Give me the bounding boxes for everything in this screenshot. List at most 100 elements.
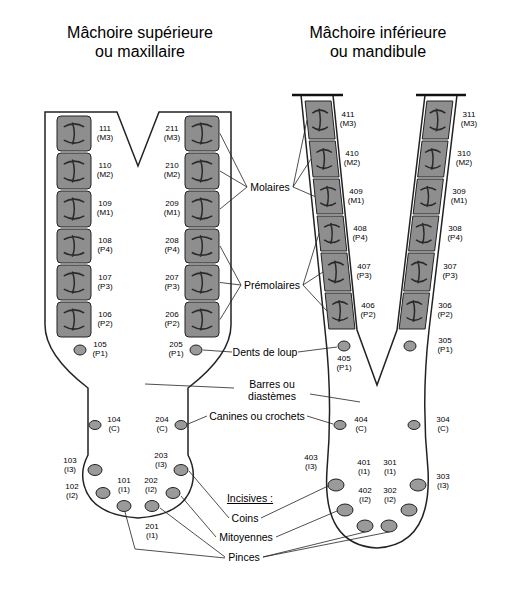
cheek-tooth: [309, 141, 339, 177]
category-label: Prémolaires: [239, 279, 305, 291]
tooth-number: 407 (P3): [352, 263, 376, 280]
cheek-tooth: [313, 179, 343, 214]
tooth-number: 409 (M1): [344, 188, 368, 205]
category-heading: Incisives :: [220, 492, 280, 504]
tooth-number: 109 (M1): [93, 200, 117, 217]
small-tooth: [175, 421, 187, 430]
small-tooth: [190, 345, 202, 355]
small-tooth: [334, 421, 346, 430]
tooth-number: 403 (I3): [299, 454, 323, 471]
jaw-title: Mâchoire inférieure ou mandibule: [302, 23, 454, 61]
small-tooth: [74, 345, 86, 355]
category-label: Molaires: [240, 181, 300, 193]
enamel-fold: [425, 148, 441, 170]
enamel-fold: [64, 308, 84, 330]
tooth-number: 304 (C): [431, 416, 455, 433]
leader-line: [293, 120, 315, 197]
enamel-fold: [316, 148, 332, 170]
small-tooth: [381, 520, 397, 532]
upper-jaw-outline: [45, 112, 231, 518]
small-tooth: [328, 479, 344, 491]
enamel-fold: [192, 235, 212, 257]
tooth-number: 302 (I2): [378, 487, 402, 504]
cut-line: [292, 94, 343, 97]
cheek-tooth: [305, 101, 335, 139]
small-tooth: [88, 465, 102, 476]
tooth-number: 111 (M3): [93, 125, 117, 142]
tooth-number: 301 (I1): [378, 459, 402, 476]
tooth-number: 406 (P2): [356, 302, 380, 319]
cheek-tooth: [185, 265, 219, 300]
cheek-tooth: [422, 101, 453, 139]
tooth-number: 101 (I1): [112, 477, 136, 494]
enamel-fold: [324, 223, 340, 244]
enamel-fold: [64, 122, 84, 144]
enamel-fold: [192, 122, 212, 144]
tooth-number: 401 (I1): [352, 459, 376, 476]
category-label: Pinces: [222, 551, 266, 563]
category-label: Canines ou crochets: [202, 410, 312, 422]
cheek-tooth: [57, 116, 91, 151]
tooth-number: 208 (P4): [160, 237, 184, 254]
enamel-fold: [192, 308, 212, 330]
tooth-number: 102 (I2): [60, 483, 84, 500]
tooth-number: 201 (I1): [140, 523, 164, 540]
enamel-fold: [332, 300, 348, 322]
tooth-number: 204 (C): [150, 416, 174, 433]
enamel-fold: [320, 186, 336, 207]
cheek-tooth: [57, 153, 91, 189]
tooth-number: 308 (P4): [443, 225, 467, 242]
leader-lines: [125, 120, 389, 558]
small-tooth: [408, 421, 420, 430]
tooth-number: 205 (P1): [164, 341, 188, 358]
enamel-fold: [416, 223, 432, 244]
enamel-fold: [420, 186, 436, 207]
tooth-number: 305 (P1): [433, 337, 457, 354]
small-tooth: [337, 504, 353, 516]
category-label: Barres ou diastèmes: [237, 378, 307, 402]
lower-jaw-outline: [301, 95, 457, 548]
tooth-number: 108 (P4): [93, 237, 117, 254]
cheek-tooth: [185, 302, 219, 337]
tooth-number: 203 (I3): [149, 452, 173, 469]
enamel-fold: [192, 198, 212, 221]
enamel-fold: [411, 261, 427, 284]
tooth-number: 105 (P1): [88, 341, 112, 358]
tooth-number: 209 (M1): [160, 200, 184, 217]
enamel-fold: [312, 109, 328, 132]
enamel-fold: [64, 160, 84, 183]
tooth-number: 306 (P2): [433, 302, 457, 319]
cheek-tooth: [317, 216, 347, 251]
cheek-tooth: [57, 302, 91, 337]
leader-line: [189, 471, 328, 518]
cheek-tooth: [399, 293, 429, 329]
tooth-number: 311 (M3): [457, 111, 481, 128]
small-tooth: [174, 465, 188, 476]
small-tooth: [401, 504, 417, 516]
small-tooth: [96, 488, 110, 499]
cheek-tooth: [409, 216, 439, 251]
category-label: Mitoyennes: [213, 531, 279, 543]
leader-line: [303, 234, 327, 312]
small-tooth: [166, 488, 180, 499]
tooth-number: 110 (M2): [93, 162, 117, 179]
cheek-tooth: [185, 116, 219, 151]
small-tooth: [410, 479, 426, 491]
cheek-tooth: [321, 253, 351, 291]
tooth-number: 309 (M1): [447, 188, 471, 205]
enamel-fold: [64, 271, 84, 293]
cheek-tooth: [413, 179, 443, 214]
tooth-number: 404 (C): [349, 416, 373, 433]
enamel-fold: [192, 160, 212, 183]
small-tooth: [89, 421, 101, 430]
enamel-fold: [430, 109, 446, 132]
cheek-tooth: [57, 229, 91, 263]
cheek-tooth: [418, 141, 448, 177]
tooth-number: 405 (P1): [332, 355, 356, 372]
enamel-fold: [64, 198, 84, 221]
tooth-number: 310 (M2): [452, 150, 476, 167]
tooth-number: 211 (M3): [160, 125, 184, 142]
tooth-number: 106 (P2): [93, 311, 117, 328]
small-tooth: [145, 501, 159, 512]
